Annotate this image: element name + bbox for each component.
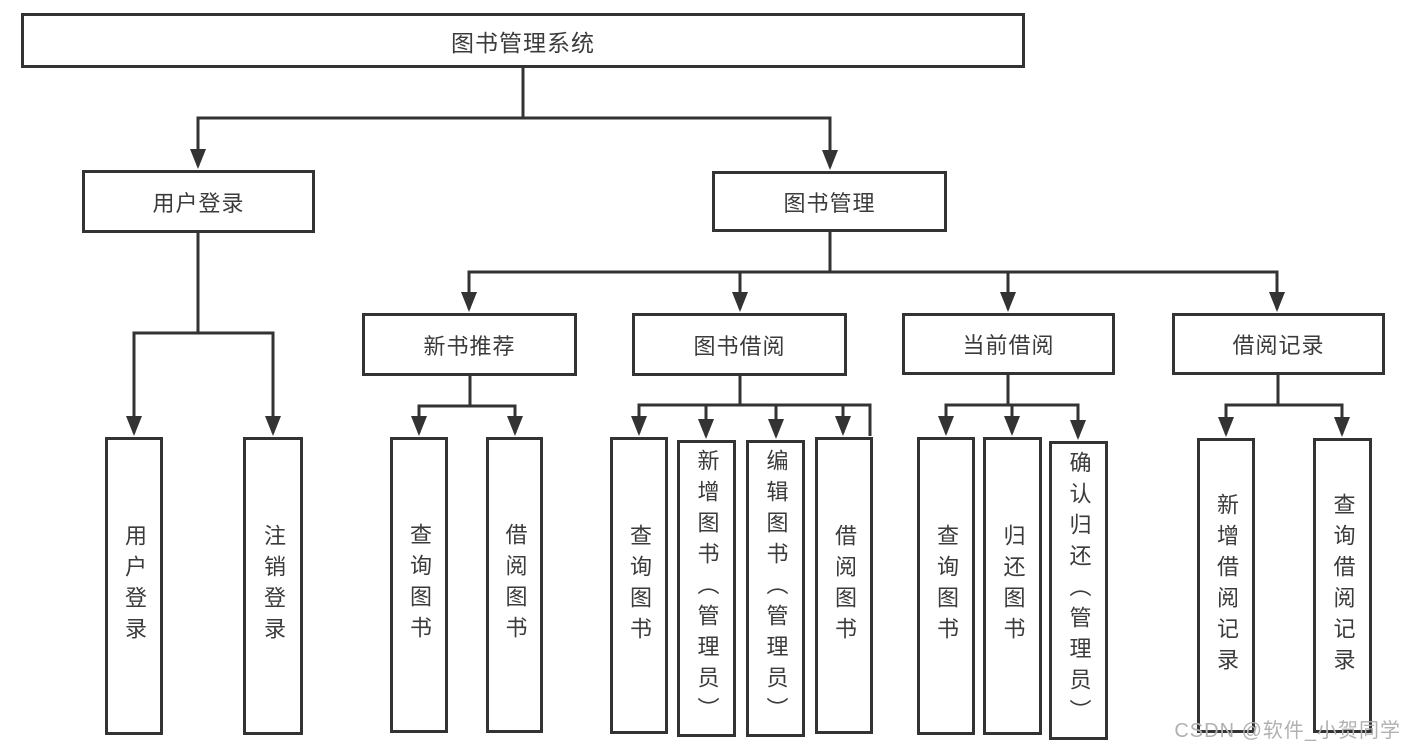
node-leaf-query-borrow-record-label: 查询借阅记录: [1330, 492, 1356, 679]
node-borrow-records: 借阅记录: [1172, 313, 1385, 375]
node-borrow-records-label: 借阅记录: [1232, 333, 1325, 358]
node-leaf-query-books-current: 查询图书: [917, 437, 975, 735]
node-user-login: 用户登录: [82, 170, 315, 233]
connector-user-login-children: [126, 233, 281, 436]
node-leaf-return-books-label: 归还图书: [1000, 524, 1026, 648]
node-leaf-user-login: 用户登录: [105, 437, 163, 735]
node-current-borrow-label: 当前借阅: [962, 333, 1055, 358]
node-leaf-edit-book-admin-label: 编辑图书（管理员）: [763, 449, 789, 728]
node-leaf-confirm-return-admin-label: 确认归还（管理员）: [1066, 451, 1092, 730]
node-leaf-borrow-books: 借阅图书: [815, 437, 873, 734]
node-leaf-user-login-label: 用户登录: [122, 524, 147, 648]
node-leaf-query-books-borrow-label: 查询图书: [627, 523, 652, 648]
connector-new-book-recommend-children: [411, 376, 523, 436]
node-new-book-recommend: 新书推荐: [362, 313, 577, 376]
node-leaf-logout: 注销登录: [243, 437, 303, 735]
node-book-borrow-label: 图书借阅: [693, 333, 786, 359]
node-new-book-recommend-label: 新书推荐: [423, 333, 516, 359]
node-leaf-return-books: 归还图书: [983, 437, 1042, 735]
node-leaf-query-books-recommend-label: 查询图书: [407, 523, 432, 647]
connector-root-to-level2: [190, 68, 838, 170]
node-leaf-add-borrow-record-label: 新增借阅记录: [1214, 492, 1239, 679]
connector-book-management-children: [461, 232, 1285, 312]
node-leaf-query-books-recommend: 查询图书: [390, 437, 448, 733]
node-book-management: 图书管理: [712, 171, 947, 232]
node-root: 图书管理系统: [21, 13, 1025, 68]
node-book-management-label: 图书管理: [783, 190, 876, 216]
node-user-login-label: 用户登录: [152, 190, 245, 216]
node-leaf-logout-label: 注销登录: [261, 524, 286, 648]
connector-borrow-records-children: [1218, 375, 1350, 437]
node-leaf-add-borrow-record: 新增借阅记录: [1197, 438, 1255, 733]
node-leaf-edit-book-admin: 编辑图书（管理员）: [746, 440, 805, 737]
node-leaf-query-borrow-record: 查询借阅记录: [1313, 438, 1372, 733]
node-leaf-add-book-admin: 新增图书（管理员）: [677, 440, 736, 737]
node-leaf-borrow-books-recommend-label: 借阅图书: [502, 523, 528, 647]
connector-book-borrow-children: [631, 376, 872, 439]
connector-current-borrow-children: [938, 375, 1086, 440]
node-leaf-borrow-books-label: 借阅图书: [832, 523, 857, 648]
node-book-borrow: 图书借阅: [632, 313, 847, 376]
node-leaf-borrow-books-recommend: 借阅图书: [486, 437, 543, 733]
node-leaf-confirm-return-admin: 确认归还（管理员）: [1049, 441, 1108, 740]
node-leaf-query-books-borrow: 查询图书: [610, 437, 668, 734]
watermark-text: CSDN @软件_小贺同学: [1174, 720, 1401, 742]
node-leaf-query-books-current-label: 查询图书: [934, 524, 959, 648]
node-leaf-add-book-admin-label: 新增图书（管理员）: [694, 449, 720, 728]
node-root-label: 图书管理系统: [451, 29, 595, 56]
node-current-borrow: 当前借阅: [902, 313, 1115, 375]
